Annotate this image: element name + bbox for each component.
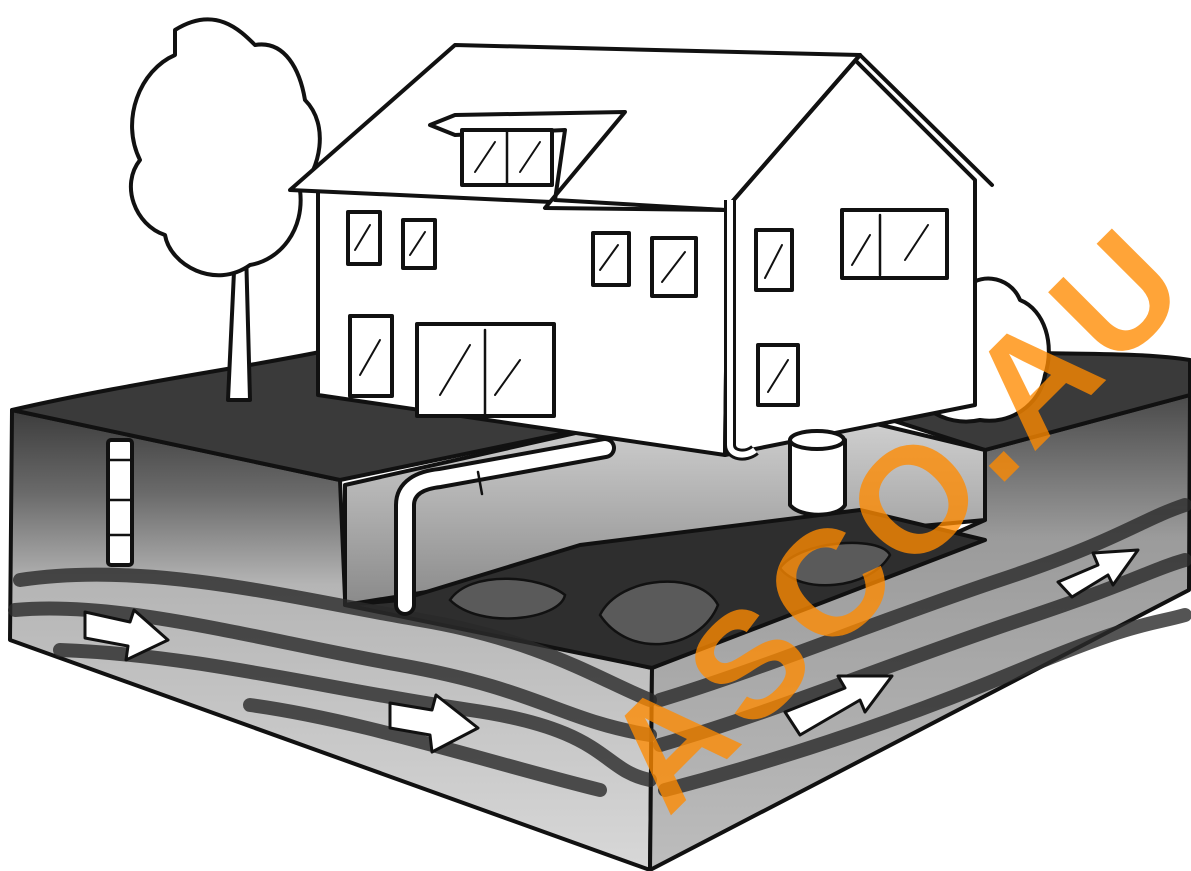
window — [348, 212, 380, 264]
window — [842, 210, 947, 278]
pipe-icon — [108, 440, 132, 565]
window — [593, 233, 629, 285]
window — [403, 220, 435, 268]
tree-icon — [131, 19, 320, 400]
house-icon — [290, 45, 992, 455]
